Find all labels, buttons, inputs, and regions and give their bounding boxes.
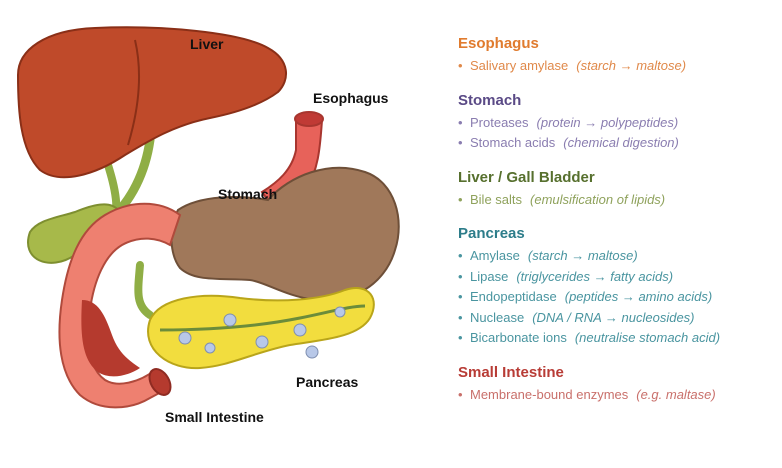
pancreatic-duct (159, 304, 366, 332)
enzyme-item: •Bile salts(emulsification of lipids) (458, 190, 778, 211)
stomach-label: Stomach (218, 186, 278, 202)
enzyme-item: •Proteases(protein → polypeptides) (458, 113, 778, 134)
esophagus-label: Esophagus (313, 90, 389, 106)
liver-fissure (127, 39, 141, 146)
pancreas-acinus (305, 345, 319, 359)
enzyme-item: •Endopeptidase(peptides → amino acids) (458, 287, 778, 308)
section-stomach: Stomach •Proteases(protein → polypeptide… (458, 91, 778, 154)
enzyme-item: •Amylase(starch → maltose) (458, 246, 778, 267)
bullet-icon: • (458, 268, 463, 284)
section-esophagus: Esophagus •Salivary amylase(starch → mal… (458, 34, 778, 77)
enzyme-item: •Salivary amylase(starch → maltose) (458, 56, 778, 77)
pancreas-acinus (334, 306, 346, 318)
enzyme-legend: Esophagus •Salivary amylase(starch → mal… (458, 34, 778, 419)
bullet-icon: • (458, 114, 463, 130)
pancreas-label: Pancreas (296, 374, 359, 390)
small-intestine-lumen (81, 300, 140, 377)
bullet-icon: • (458, 386, 463, 402)
organ-illustration (16, 26, 400, 409)
enzyme-item: •Bicarbonate ions(neutralise stomach aci… (458, 328, 778, 349)
stomach (170, 166, 400, 302)
pancreas-acinus (204, 342, 216, 354)
pancreas-acinus (255, 335, 269, 349)
section-title-small-intestine: Small Intestine (458, 363, 564, 381)
bullet-icon: • (458, 330, 463, 345)
bullet-icon: • (458, 191, 463, 207)
section-small-intestine: Small Intestine •Membrane-bound enzymes(… (458, 363, 778, 406)
common-bile-duct (134, 261, 154, 319)
bullet-icon: • (458, 58, 463, 73)
bullet-icon: • (458, 309, 463, 325)
section-title-stomach: Stomach (458, 91, 522, 109)
enzyme-item: •Nuclease(DNA / RNA → nucleosides) (458, 308, 778, 329)
section-title-pancreas: Pancreas (458, 225, 525, 242)
digestive-system-diagram: Liver Esophagus Stomach Pancreas Small I… (16, 26, 400, 425)
liver (16, 26, 287, 179)
bullet-icon: • (458, 135, 463, 150)
small-intestine-label: Small Intestine (165, 409, 264, 425)
section-title-liver-gall-bladder: Liver / Gall Bladder (458, 168, 595, 186)
enzyme-item: •Membrane-bound enzymes(e.g. maltase) (458, 385, 778, 406)
section-pancreas: Pancreas •Amylase(starch → maltose) •Lip… (458, 224, 778, 349)
pancreas-acinus (293, 323, 307, 337)
pancreas (147, 287, 375, 370)
liver-label: Liver (190, 36, 224, 52)
esophagus-opening (294, 111, 324, 127)
section-title-esophagus: Esophagus (458, 35, 539, 52)
enzyme-item: •Lipase(triglycerides → fatty acids) (458, 267, 778, 288)
section-liver-gall-bladder: Liver / Gall Bladder •Bile salts(emulsif… (458, 168, 778, 211)
small-intestine-opening (148, 368, 172, 396)
pancreas-acinus (178, 331, 192, 345)
pancreas-acinus (223, 313, 237, 327)
bullet-icon: • (458, 248, 463, 263)
bullet-icon: • (458, 289, 463, 304)
enzyme-item: •Stomach acids(chemical digestion) (458, 133, 778, 154)
